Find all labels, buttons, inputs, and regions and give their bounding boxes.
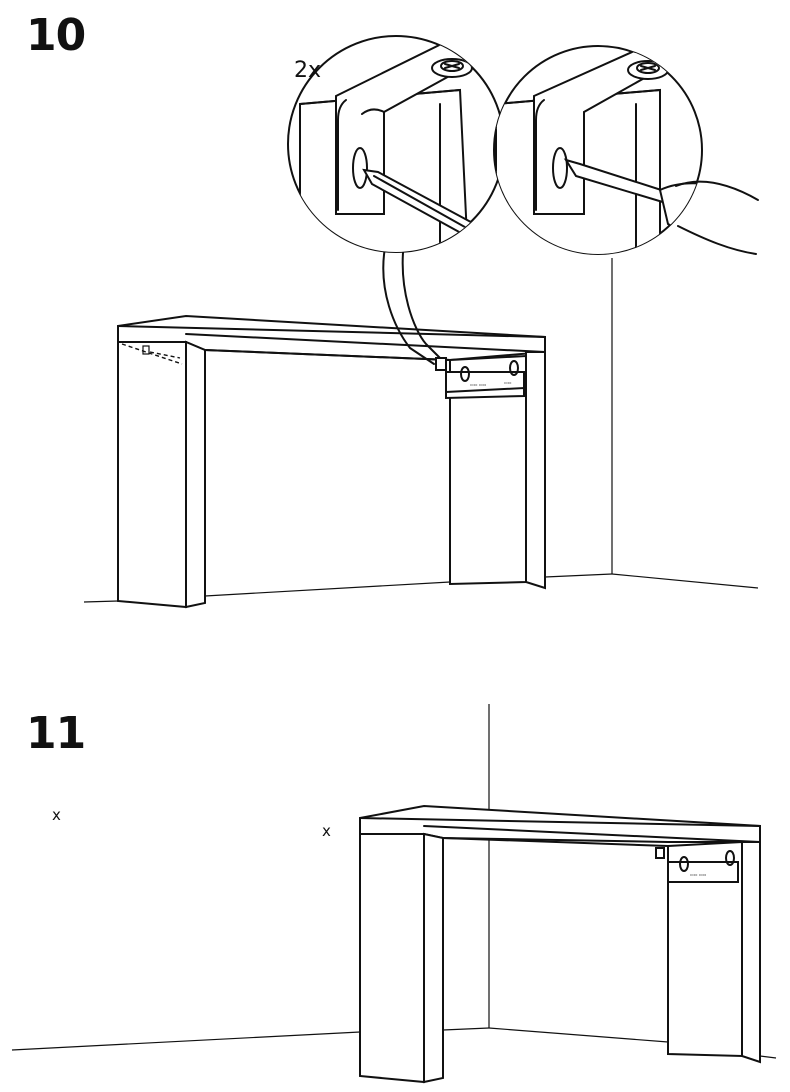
callout-screwdriver-detail (493, 45, 703, 255)
step-number: 10 (26, 10, 86, 61)
quantity-label: 2x (294, 58, 322, 83)
screw-icon (627, 60, 669, 80)
cross-mark: x (322, 822, 331, 840)
wall-bracket-icon: ▭▭ ▭▭ (655, 847, 739, 883)
step-number: 11 (26, 708, 86, 759)
screw-icon (431, 58, 473, 78)
svg-text:▭▭ ▭▭: ▭▭ ▭▭ (690, 872, 707, 877)
left-bracket-marking (121, 343, 183, 365)
wall-bracket-icon: ▭▭ ▭▭ ▭▭ (435, 357, 525, 400)
step10-room (83, 258, 759, 603)
step11-room (11, 704, 777, 1059)
step11-console-table: ▭▭ ▭▭ (359, 804, 761, 1084)
step10-console-table: ▭▭ ▭▭ ▭▭ (117, 314, 546, 609)
svg-text:▭▭: ▭▭ (504, 380, 512, 385)
pencil-icon (362, 168, 504, 252)
svg-text:▭▭ ▭▭: ▭▭ ▭▭ (470, 382, 487, 387)
cross-mark: x (52, 806, 61, 824)
hand-icon (675, 180, 759, 255)
